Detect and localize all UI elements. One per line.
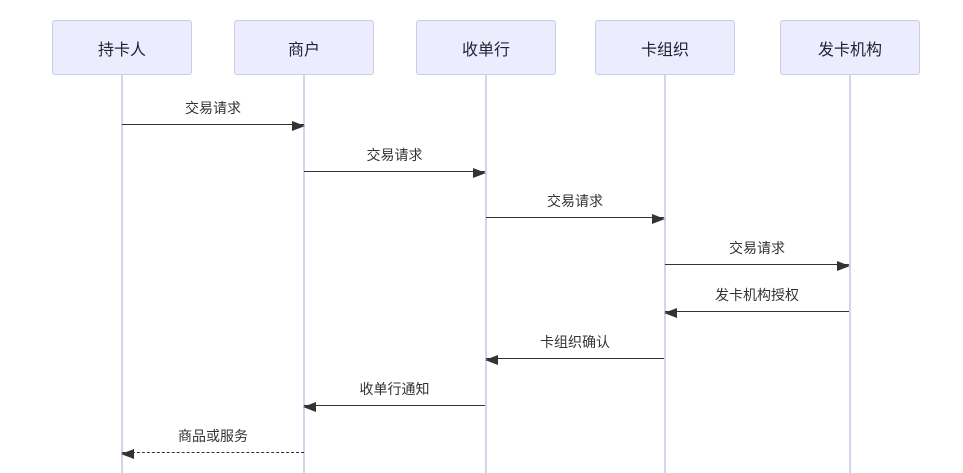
message-arrow: [486, 213, 665, 224]
message-arrow: [664, 307, 849, 318]
lifeline-card-network: [664, 75, 666, 473]
message-7: 收单行通知: [303, 380, 485, 412]
arrowhead-left-icon: [303, 401, 316, 412]
lifeline-acquirer: [485, 75, 487, 473]
arrowhead-right-icon: [292, 120, 305, 131]
message-8: 商品或服务: [121, 427, 304, 459]
message-3: 交易请求: [486, 192, 665, 224]
actor-label: 卡组织: [640, 41, 689, 59]
actor-cardholder: 持卡人: [52, 20, 192, 75]
message-label: 交易请求: [547, 193, 603, 209]
message-arrow: [485, 354, 664, 365]
actor-label: 发卡机构: [817, 41, 882, 59]
arrowhead-left-icon: [485, 354, 498, 365]
arrowhead-right-icon: [652, 213, 665, 224]
lifeline-merchant: [303, 75, 305, 473]
message-2: 交易请求: [304, 146, 486, 178]
message-label: 商品或服务: [178, 428, 248, 444]
message-4: 交易请求: [665, 239, 850, 271]
actor-label: 商户: [287, 41, 320, 59]
message-label: 交易请求: [366, 147, 423, 163]
message-arrow: [122, 120, 305, 131]
arrowhead-right-icon: [837, 260, 850, 271]
actor-issuer: 发卡机构: [780, 20, 920, 75]
message-arrow-dashed: [121, 448, 304, 459]
message-arrow: [665, 260, 850, 271]
arrowhead-right-icon: [473, 167, 486, 178]
actor-label: 持卡人: [97, 41, 146, 59]
message-6: 卡组织确认: [485, 333, 664, 365]
lifeline-issuer: [849, 75, 851, 473]
actor-merchant: 商户: [234, 20, 374, 75]
message-1: 交易请求: [122, 99, 305, 131]
arrowhead-left-icon: [664, 307, 677, 318]
actor-acquirer: 收单行: [416, 20, 556, 75]
message-label: 交易请求: [185, 100, 241, 116]
actor-card-network: 卡组织: [595, 20, 735, 75]
message-arrow: [303, 401, 485, 412]
arrowhead-left-icon: [121, 448, 134, 459]
message-label: 收单行通知: [359, 381, 430, 397]
message-label: 发卡机构授权: [715, 287, 799, 303]
message-5: 发卡机构授权: [664, 286, 849, 318]
actor-label: 收单行: [461, 41, 510, 59]
message-arrow: [304, 167, 486, 178]
message-label: 交易请求: [729, 240, 785, 256]
lifeline-cardholder: [121, 75, 123, 473]
message-label: 卡组织确认: [540, 334, 610, 350]
